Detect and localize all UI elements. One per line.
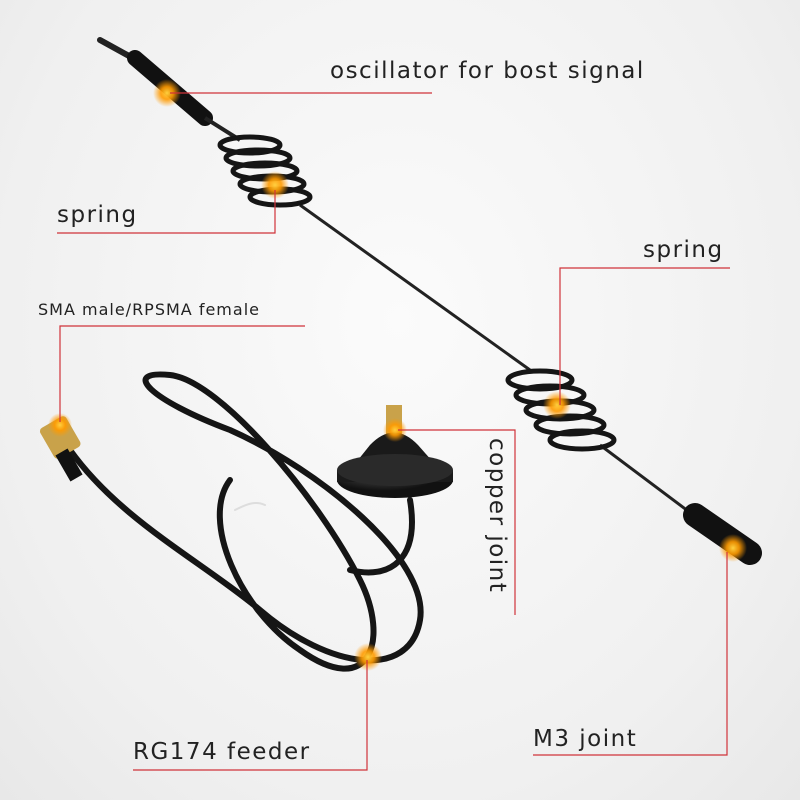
label-m3-joint: M3 joint [533, 726, 638, 752]
label-spring-left: spring [57, 202, 138, 228]
highlight-dots [48, 79, 747, 671]
label-rg174-feeder: RG174 feeder [133, 739, 311, 765]
magnetic-base [337, 405, 453, 498]
rg174-cable [67, 371, 424, 672]
label-spring-right: spring [643, 237, 724, 263]
spring-coil-upper [217, 134, 313, 208]
leader-lines [57, 92, 730, 771]
label-copper-joint: copper joint [484, 438, 510, 594]
label-oscillator: oscillator for bost signal [330, 58, 645, 84]
label-sma-connector: SMA male/RPSMA female [38, 300, 260, 319]
